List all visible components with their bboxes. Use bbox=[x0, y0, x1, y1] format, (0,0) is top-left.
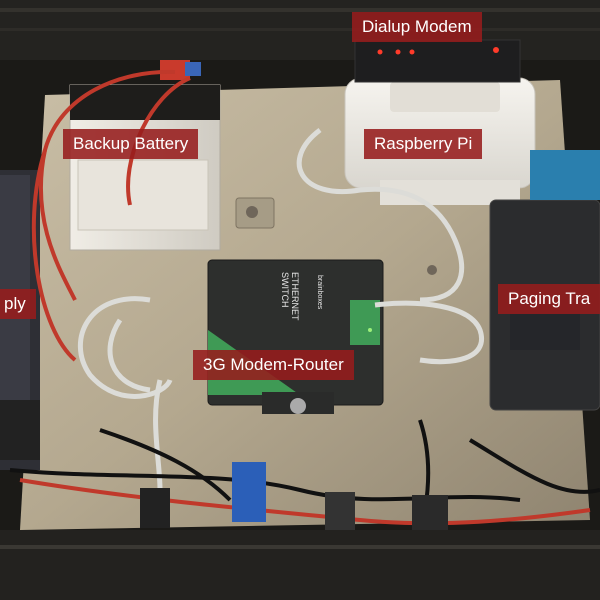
switch-line2-text: SWITCH bbox=[280, 272, 290, 308]
label-dialup-modem: Dialup Modem bbox=[352, 12, 482, 42]
label-paging-transmitter: Paging Tra bbox=[498, 284, 600, 314]
ethernet-cables bbox=[77, 128, 485, 491]
case-bottom-rim bbox=[0, 530, 600, 600]
label-raspberry-pi: Raspberry Pi bbox=[364, 129, 483, 159]
label-modem-router: 3G Modem-Router bbox=[193, 350, 354, 380]
label-power-supply: ply bbox=[0, 289, 36, 319]
backup-battery bbox=[69, 60, 221, 251]
dialup-modem bbox=[354, 39, 521, 83]
switch-brand-text: brainboxes bbox=[316, 275, 323, 310]
label-backup-battery: Backup Battery bbox=[63, 129, 199, 159]
ethernet-switch: brainboxes ETHERNET SWITCH bbox=[207, 259, 384, 414]
switch-line1-text: ETHERNET bbox=[290, 272, 300, 321]
